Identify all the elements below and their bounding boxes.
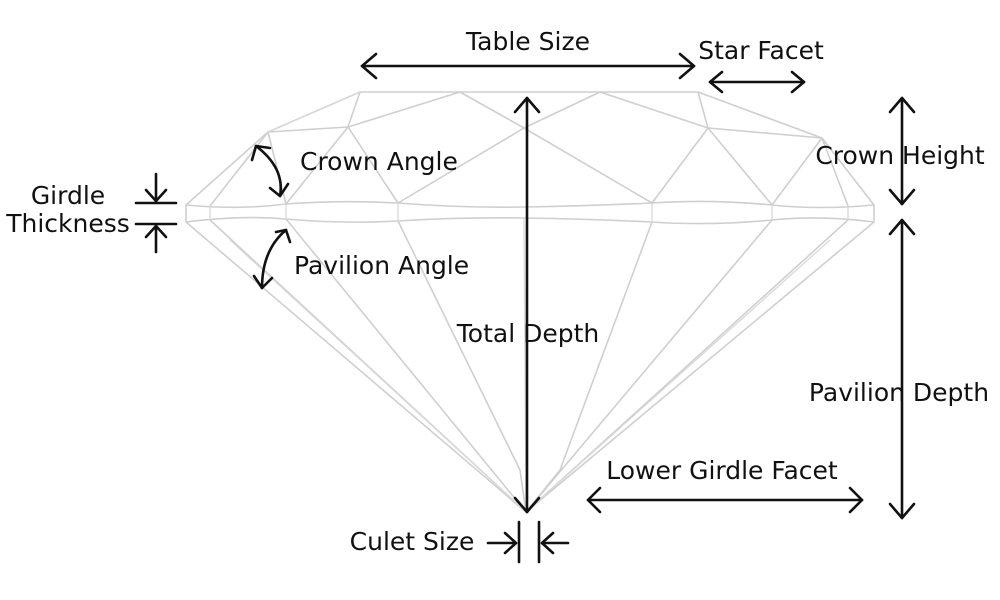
pavilion-angle-label: Pavilion Angle — [294, 251, 469, 280]
crown-height-arrow — [888, 96, 916, 206]
lower-girdle-facet-arrow — [586, 486, 864, 514]
total-depth-arrow — [513, 96, 541, 514]
culet-size-arrows — [486, 520, 570, 564]
crown-angle-label: Crown Angle — [300, 147, 458, 176]
crown-facets — [209, 91, 849, 207]
table-size-label: Table Size — [465, 27, 590, 56]
total-depth-label: Total Depth — [456, 319, 599, 348]
diamond-outline — [185, 91, 875, 513]
girdle-thickness-arrows — [134, 172, 178, 254]
star-facet-arrow — [708, 70, 806, 94]
pavilion-depth-label: Pavilion Depth — [809, 378, 989, 407]
crown-angle-arrow — [250, 144, 290, 198]
star-facet-label: Star Facet — [698, 36, 824, 65]
labels: Table Size Star Facet Crown Angle Crown … — [5, 27, 989, 556]
diamond-drawing — [185, 91, 875, 513]
pavilion-facets — [209, 217, 849, 513]
girdle-thickness-label-line1: Girdle — [31, 181, 105, 210]
pavilion-angle-arrow — [252, 228, 292, 290]
lower-girdle-facet-label: Lower Girdle Facet — [606, 456, 838, 485]
culet-size-label: Culet Size — [350, 527, 475, 556]
crown-height-label: Crown Height — [815, 141, 985, 170]
pavilion-depth-arrow — [888, 218, 916, 520]
girdle-thickness-label-line2: Thickness — [5, 209, 130, 238]
table-size-arrow — [360, 52, 696, 80]
dimension-annotations — [134, 52, 916, 564]
